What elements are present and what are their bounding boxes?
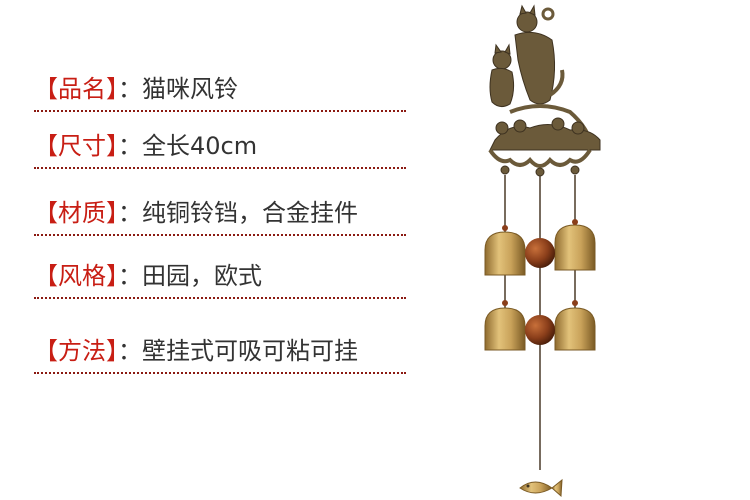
- spec-row-method: 【方法】：壁挂式可吸可粘可挂: [34, 334, 406, 374]
- spec-label: 方法: [58, 337, 106, 365]
- bracket-close: 】: [106, 132, 118, 160]
- bracket-close: 】: [106, 262, 118, 290]
- bead-icon: [525, 238, 555, 268]
- bracket-close: 】: [106, 75, 118, 103]
- bracket-close: 】: [106, 199, 118, 227]
- spec-row-style: 【风格】：田园，欧式: [34, 259, 406, 299]
- spec-label: 风格: [58, 262, 106, 290]
- bead-icon: [502, 300, 508, 306]
- spec-label: 品名: [58, 75, 106, 103]
- wind-chime-image: [440, 0, 640, 500]
- spec-separator: ：: [118, 337, 142, 365]
- bell-icon: [554, 307, 596, 351]
- spec-value: 纯铜铃铛，合金挂件: [142, 199, 358, 227]
- dotted-divider: [34, 234, 406, 236]
- dotted-divider: [34, 297, 406, 299]
- bracket-open: 【: [34, 132, 58, 160]
- spec-separator: ：: [118, 262, 142, 290]
- bracket-open: 【: [34, 337, 58, 365]
- dotted-divider: [34, 372, 406, 374]
- bead-icon: [525, 315, 555, 345]
- spec-label: 材质: [58, 199, 106, 227]
- bracket-close: 】: [106, 337, 118, 365]
- bracket-open: 【: [34, 262, 58, 290]
- spec-row-material: 【材质】：纯铜铃铛，合金挂件: [34, 196, 406, 236]
- spec-label: 尺寸: [58, 132, 106, 160]
- cat-hook-icon: [488, 4, 601, 177]
- dotted-divider: [34, 167, 406, 169]
- bracket-open: 【: [34, 75, 58, 103]
- wind-chime-illustration: [484, 4, 601, 498]
- spec-row-name: 【品名】：猫咪风铃: [34, 72, 406, 112]
- spec-value: 田园，欧式: [142, 262, 262, 290]
- spec-separator: ：: [118, 199, 142, 227]
- spec-value: 猫咪风铃: [142, 75, 238, 103]
- spec-row-size: 【尺寸】：全长40cm: [34, 129, 406, 169]
- spec-separator: ：: [118, 75, 142, 103]
- bell-icon: [484, 231, 526, 276]
- spec-value: 壁挂式可吸可粘可挂: [142, 337, 358, 365]
- dotted-divider: [34, 110, 406, 112]
- bracket-open: 【: [34, 199, 58, 227]
- bead-icon: [572, 219, 578, 225]
- fish-charm-icon: [519, 478, 563, 498]
- bead-icon: [502, 225, 508, 231]
- bell-icon: [484, 307, 526, 351]
- bell-icon: [554, 224, 596, 271]
- bead-icon: [572, 300, 578, 306]
- spec-value: 全长40cm: [142, 132, 258, 160]
- spec-separator: ：: [118, 132, 142, 160]
